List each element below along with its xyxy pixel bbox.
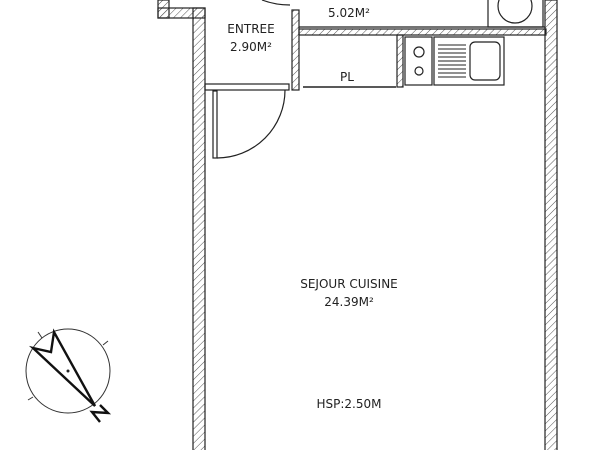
closet-label: PL — [340, 70, 354, 84]
wall-left — [192, 7, 206, 450]
burner-2 — [414, 66, 424, 76]
sink-drainboard — [438, 44, 466, 78]
washing-machine — [487, 0, 544, 28]
sejour-area: 24.39M² — [324, 295, 374, 309]
bathroom-area: 5.02M² — [328, 6, 370, 20]
entry-door-swing — [216, 89, 286, 159]
entree-door-frame — [204, 83, 290, 91]
ceiling-height: HSP:2.50M — [316, 397, 382, 411]
sink — [433, 36, 505, 86]
entree-name: ENTREE — [227, 22, 275, 36]
north-arrow-icon — [25, 328, 112, 423]
entree-area: 2.90M² — [230, 40, 272, 54]
wall-closet-partition — [396, 34, 404, 88]
bathroom-door-arc — [261, 0, 291, 6]
burner-1 — [413, 46, 425, 58]
wall-kitchen-top — [298, 28, 547, 36]
washing-machine-drum — [497, 0, 533, 24]
wall-entree-right — [291, 9, 300, 91]
cooktop — [404, 36, 433, 86]
wall-right — [544, 0, 558, 450]
entry-door-leaf — [212, 90, 218, 159]
sink-basin — [469, 41, 501, 81]
sejour-name: SEJOUR CUISINE — [300, 277, 398, 291]
